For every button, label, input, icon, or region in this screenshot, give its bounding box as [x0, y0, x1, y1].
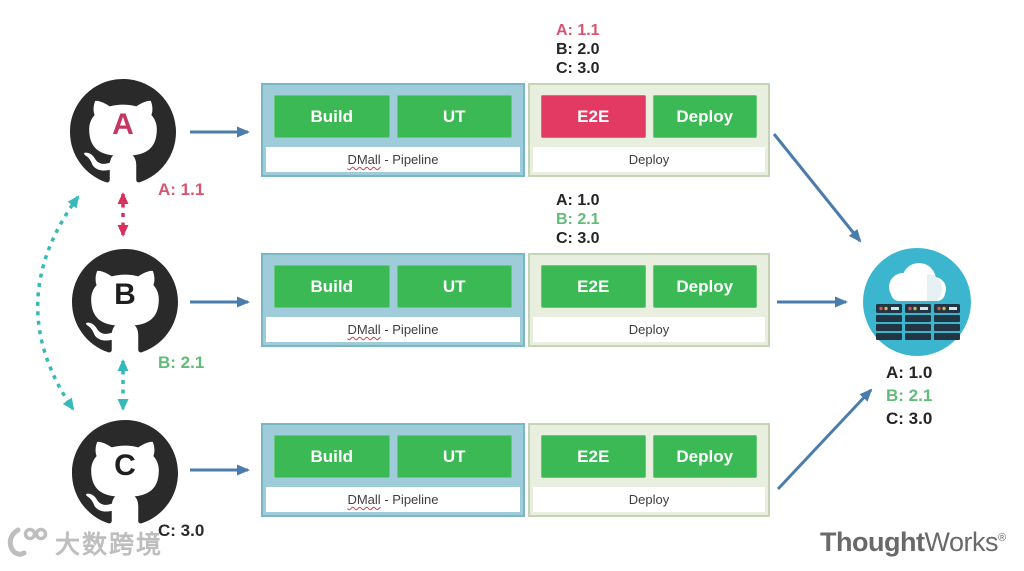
cloud-server-icon [863, 248, 971, 356]
pipeline-name-suffix: - Pipeline [380, 492, 439, 507]
github-octocat-icon [72, 420, 178, 524]
deploy-stage-button[interactable]: Deploy [652, 265, 757, 308]
e2e-stage-button[interactable]: E2E [541, 435, 646, 478]
versions-row2: A: 1.0 B: 2.1 C: 3.0 [556, 191, 600, 248]
deploy-stage-button[interactable]: Deploy [652, 435, 757, 478]
github-repo-b-icon: B [72, 249, 178, 355]
repo-b-version-label: B: 2.1 [158, 353, 205, 372]
deploy-stage-button[interactable]: Deploy [652, 95, 757, 138]
thoughtworks-logo-light: Works [924, 527, 998, 557]
version-line: A: 1.1 [556, 22, 600, 39]
pipeline-stages: Build UT [263, 425, 523, 478]
deploy-container-b: E2E Deploy Deploy [528, 253, 770, 347]
github-repo-c-icon: C [72, 420, 178, 526]
cloud-icon [889, 263, 946, 301]
deploy-container-c: E2E Deploy Deploy [528, 423, 770, 517]
registered-trademark-icon: ® [997, 532, 1006, 544]
pipeline-container-a: Build UT DMall - Pipeline [261, 83, 525, 177]
pipeline-stages: Build UT [263, 255, 523, 308]
pipeline-app-name: DMall [347, 492, 381, 507]
pipeline-container-b: Build UT DMall - Pipeline [261, 253, 525, 347]
pipeline-name-label: DMall - Pipeline [266, 487, 520, 512]
watermark: 大数跨境 [6, 525, 163, 561]
e2e-stage-button[interactable]: E2E [541, 95, 646, 138]
deploy-name-label: Deploy [533, 147, 765, 172]
version-line: B: 2.0 [556, 41, 600, 58]
repo-c-version-label: C: 3.0 [158, 521, 205, 540]
github-repo-a-icon: A [70, 79, 176, 185]
version-line: C: 3.0 [556, 230, 600, 247]
build-stage-button[interactable]: Build [274, 265, 390, 308]
pipeline-name-label: DMall - Pipeline [266, 317, 520, 342]
watermark-text: 大数跨境 [55, 531, 164, 559]
github-octocat-icon [70, 79, 176, 183]
pipeline-name-suffix: - Pipeline [380, 322, 439, 337]
ut-stage-button[interactable]: UT [396, 95, 512, 138]
version-line: C: 3.0 [556, 60, 600, 77]
deploy-name-label: Deploy [533, 317, 765, 342]
version-line: C: 3.0 [886, 409, 933, 428]
server-racks [876, 304, 960, 340]
watermark-logo-icon [7, 527, 48, 557]
build-stage-button[interactable]: Build [274, 95, 390, 138]
deploy-stages: E2E Deploy [530, 85, 768, 138]
deploy-stages: E2E Deploy [530, 255, 768, 308]
version-line: B: 2.1 [886, 386, 933, 405]
arrow-row3-to-server [776, 388, 873, 491]
deploy-name-label: Deploy [533, 487, 765, 512]
arrow-row1-to-server [772, 133, 862, 243]
version-line: B: 2.1 [556, 211, 600, 228]
repo-a-version-label: A: 1.1 [158, 180, 205, 199]
pipeline-name-suffix: - Pipeline [380, 152, 439, 167]
pipeline-container-c: Build UT DMall - Pipeline [261, 423, 525, 517]
build-stage-button[interactable]: Build [274, 435, 390, 478]
e2e-stage-button[interactable]: E2E [541, 265, 646, 308]
ut-stage-button[interactable]: UT [396, 265, 512, 308]
github-octocat-icon [72, 249, 178, 353]
deploy-stages: E2E Deploy [530, 425, 768, 478]
pipeline-app-name: DMall [347, 152, 381, 167]
pipeline-name-label: DMall - Pipeline [266, 147, 520, 172]
thoughtworks-logo: ThoughtWorks® [820, 527, 1006, 558]
versions-row1: A: 1.1 B: 2.0 C: 3.0 [556, 21, 600, 78]
deploy-container-a: E2E Deploy Deploy [528, 83, 770, 177]
thoughtworks-logo-bold: Thought [820, 527, 925, 557]
versions-server: A: 1.0 B: 2.1 C: 3.0 [886, 361, 932, 430]
pipeline-stages: Build UT [263, 85, 523, 138]
version-line: A: 1.0 [886, 363, 933, 382]
version-line: A: 1.0 [556, 192, 600, 209]
pipeline-app-name: DMall [347, 322, 381, 337]
ut-stage-button[interactable]: UT [396, 435, 512, 478]
